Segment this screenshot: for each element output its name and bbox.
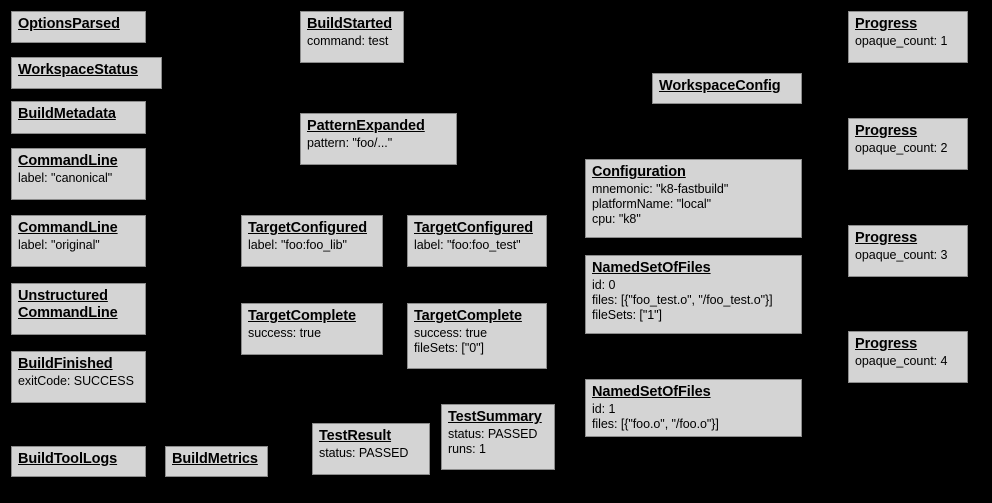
node-fields: exitCode: SUCCESS xyxy=(18,374,140,389)
node-title: Progress xyxy=(855,16,918,32)
node-build-metadata[interactable]: BuildMetadata xyxy=(11,101,146,134)
node-fields: label: "original" xyxy=(18,238,140,253)
node-title: CommandLine xyxy=(18,220,118,236)
node-field: success: true xyxy=(248,326,321,341)
node-field: id: 1 xyxy=(592,402,616,417)
node-title: Configuration xyxy=(592,164,686,180)
node-title: PatternExpanded xyxy=(307,118,425,134)
node-title: BuildMetrics xyxy=(172,451,258,467)
node-field: files: [{"foo.o", "/foo.o"}] xyxy=(592,417,719,432)
node-progress-1[interactable]: Progress opaque_count: 1 xyxy=(848,11,968,63)
node-field: opaque_count: 3 xyxy=(855,248,948,263)
node-title: BuildFinished xyxy=(18,356,113,372)
node-title: TargetComplete xyxy=(414,308,522,324)
node-title: OptionsParsed xyxy=(18,16,120,32)
node-field: pattern: "foo/..." xyxy=(307,136,393,151)
node-field: label: "foo:foo_test" xyxy=(414,238,521,253)
node-build-tool-logs[interactable]: BuildToolLogs xyxy=(11,446,146,477)
node-fields: opaque_count: 1 xyxy=(855,34,962,49)
node-fields: command: test xyxy=(307,34,398,49)
node-title: TargetConfigured xyxy=(248,220,367,236)
node-field: fileSets: ["1"] xyxy=(592,308,662,323)
node-fields: label: "foo:foo_test" xyxy=(414,238,541,253)
node-options-parsed[interactable]: OptionsParsed xyxy=(11,11,146,43)
node-field: exitCode: SUCCESS xyxy=(18,374,134,389)
node-build-metrics[interactable]: BuildMetrics xyxy=(165,446,268,477)
node-title: TestSummary xyxy=(448,409,542,425)
node-target-complete-lib[interactable]: TargetComplete success: true xyxy=(241,303,383,355)
node-title: BuildMetadata xyxy=(18,106,116,122)
node-fields: label: "foo:foo_lib" xyxy=(248,238,377,253)
node-title: Progress xyxy=(855,336,918,352)
node-field: label: "foo:foo_lib" xyxy=(248,238,347,253)
node-title: Unstructured CommandLine xyxy=(18,288,118,322)
node-field: cpu: "k8" xyxy=(592,212,641,227)
node-command-line-original[interactable]: CommandLine label: "original" xyxy=(11,215,146,267)
node-field: platformName: "local" xyxy=(592,197,711,212)
node-fields: mnemonic: "k8-fastbuild"platformName: "l… xyxy=(592,182,796,227)
node-title: NamedSetOfFiles xyxy=(592,384,711,400)
node-unstructured-command-line[interactable]: Unstructured CommandLine xyxy=(11,283,146,335)
node-title: CommandLine xyxy=(18,153,118,169)
node-field: opaque_count: 2 xyxy=(855,141,948,156)
node-target-configured-foo-test[interactable]: TargetConfigured label: "foo:foo_test" xyxy=(407,215,547,267)
node-field: files: [{"foo_test.o", "/foo_test.o"}] xyxy=(592,293,773,308)
node-title: BuildStarted xyxy=(307,16,393,32)
node-configuration[interactable]: Configuration mnemonic: "k8-fastbuild"pla… xyxy=(585,159,802,238)
node-field: opaque_count: 1 xyxy=(855,34,948,49)
node-title: Progress xyxy=(855,230,918,246)
node-title: BuildToolLogs xyxy=(18,451,118,467)
node-field: fileSets: ["0"] xyxy=(414,341,484,356)
node-command-line-canonical[interactable]: CommandLine label: "canonical" xyxy=(11,148,146,200)
node-fields: opaque_count: 2 xyxy=(855,141,962,156)
node-progress-4[interactable]: Progress opaque_count: 4 xyxy=(848,331,968,383)
node-field: success: true xyxy=(414,326,487,341)
node-build-started[interactable]: BuildStarted command: test xyxy=(300,11,404,63)
node-field: label: "canonical" xyxy=(18,171,113,186)
node-title: TargetComplete xyxy=(248,308,356,324)
node-pattern-expanded[interactable]: PatternExpanded pattern: "foo/..." xyxy=(300,113,457,165)
node-fields: opaque_count: 3 xyxy=(855,248,962,263)
node-fields: success: true xyxy=(248,326,377,341)
node-field: id: 0 xyxy=(592,278,616,293)
node-fields: pattern: "foo/..." xyxy=(307,136,451,151)
node-field: status: PASSED xyxy=(319,446,409,461)
node-field: runs: 1 xyxy=(448,442,486,457)
node-title: NamedSetOfFiles xyxy=(592,260,711,276)
node-target-configured-foo-lib[interactable]: TargetConfigured label: "foo:foo_lib" xyxy=(241,215,383,267)
node-workspace-config[interactable]: WorkspaceConfig xyxy=(652,73,802,104)
node-fields: label: "canonical" xyxy=(18,171,140,186)
node-title: TestResult xyxy=(319,428,392,444)
node-fields: opaque_count: 4 xyxy=(855,354,962,369)
node-progress-2[interactable]: Progress opaque_count: 2 xyxy=(848,118,968,170)
node-field: status: PASSED xyxy=(448,427,538,442)
node-title: WorkspaceStatus xyxy=(18,62,138,78)
node-field: command: test xyxy=(307,34,389,49)
node-title: WorkspaceConfig xyxy=(659,78,781,94)
node-build-finished[interactable]: BuildFinished exitCode: SUCCESS xyxy=(11,351,146,403)
node-test-result[interactable]: TestResult status: PASSED xyxy=(312,423,430,475)
node-title: Progress xyxy=(855,123,918,139)
node-field: mnemonic: "k8-fastbuild" xyxy=(592,182,729,197)
node-field: label: "original" xyxy=(18,238,100,253)
node-fields: status: PASSED xyxy=(319,446,424,461)
node-title: TargetConfigured xyxy=(414,220,533,236)
node-progress-3[interactable]: Progress opaque_count: 3 xyxy=(848,225,968,277)
node-field: opaque_count: 4 xyxy=(855,354,948,369)
node-workspace-status[interactable]: WorkspaceStatus xyxy=(11,57,162,89)
